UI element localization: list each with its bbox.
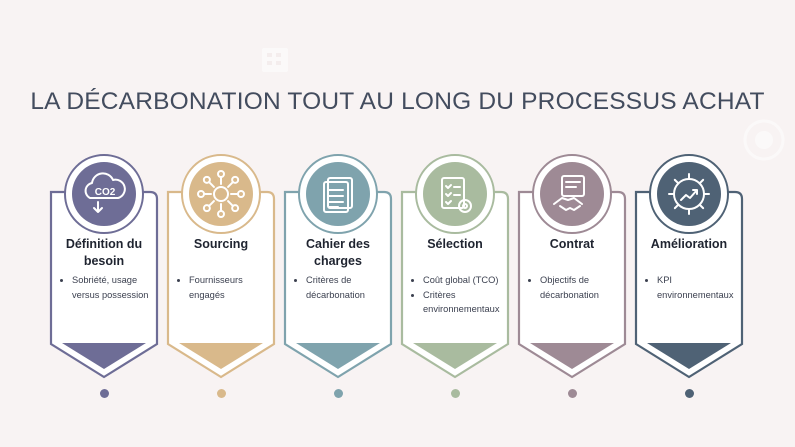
step-bullets: KPI environnementaux <box>643 273 743 302</box>
step-bullets: Critères de décarbonation <box>292 273 392 302</box>
step-frame <box>634 190 744 379</box>
step-bullet: Objectifs de décarbonation <box>540 273 626 302</box>
step-bullet: Fournisseurs engagés <box>189 273 275 302</box>
step-frame <box>400 190 510 379</box>
decorative-building-icon <box>262 48 288 72</box>
process-step-card: Cahier des charges Critères de décarbona… <box>283 152 393 379</box>
network-icon <box>181 154 261 234</box>
step-heading: Amélioration <box>650 237 728 251</box>
step-bullets: Objectifs de décarbonation <box>526 273 626 302</box>
page-title: LA DÉCARBONATION TOUT AU LONG DU PROCESS… <box>30 88 765 115</box>
step-frame <box>166 190 276 379</box>
timeline-dot <box>450 389 460 398</box>
svg-text:CO2: CO2 <box>95 187 116 198</box>
process-step-card: Sélection Coût global (TCO)Critères envi… <box>400 152 510 379</box>
step-frame <box>283 190 393 379</box>
handshake-contract-icon <box>532 154 612 234</box>
process-step-card: Contrat Objectifs de décarbonation <box>517 152 627 379</box>
timeline-dot <box>333 389 343 398</box>
checklist-gear-icon <box>415 154 495 234</box>
step-heading: Contrat <box>549 237 595 251</box>
document-list-icon <box>298 154 378 234</box>
step-bullet: Sobriété, usage versus possession <box>72 273 158 302</box>
step-heading: Cahier des charges <box>306 237 370 268</box>
step-bullet: Critères environnementaux <box>423 288 509 317</box>
process-step-card: Sourcing Fournisseurs engagés <box>166 152 276 379</box>
step-bullets: Coût global (TCO)Critères environnementa… <box>409 273 509 317</box>
process-step-card: Amélioration KPI environnementaux <box>634 152 744 379</box>
timeline-dot <box>684 389 694 398</box>
step-heading: Sélection <box>427 237 483 251</box>
improvement-gear-icon <box>649 154 729 234</box>
step-bullet: Coût global (TCO) <box>423 273 509 288</box>
step-frame <box>49 190 159 379</box>
timeline-dot <box>216 389 226 398</box>
step-heading: Définition du besoin <box>65 237 143 268</box>
step-heading: Sourcing <box>193 237 249 251</box>
process-step-card: CO2 Définition du besoin Sobriété, usage… <box>49 152 159 379</box>
timeline-dot <box>567 389 577 398</box>
timeline-dot <box>99 389 109 398</box>
step-bullets: Fournisseurs engagés <box>175 273 275 302</box>
step-bullets: Sobriété, usage versus possession <box>58 273 158 302</box>
step-bullet: Critères de décarbonation <box>306 273 392 302</box>
decorative-circle-icon <box>743 119 785 161</box>
step-frame <box>517 190 627 379</box>
co2-cloud-icon: CO2 <box>64 154 144 234</box>
step-bullet: KPI environnementaux <box>657 273 743 302</box>
